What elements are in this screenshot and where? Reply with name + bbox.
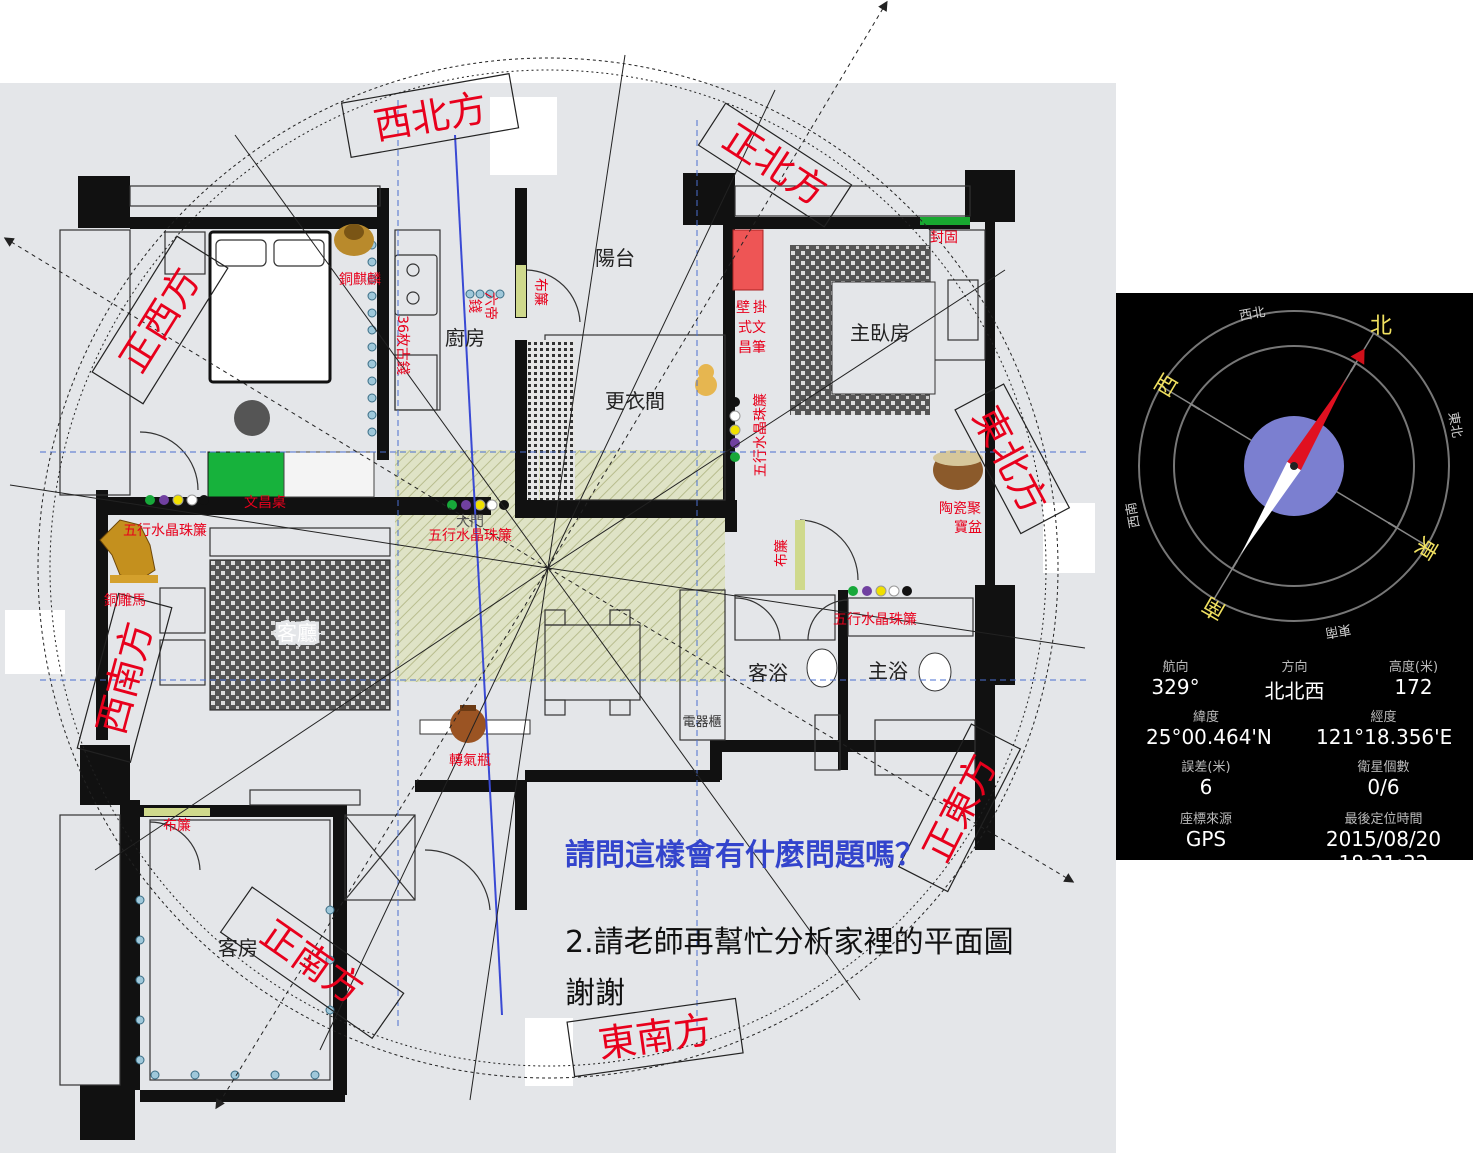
- stat-value-heading: 329°: [1151, 675, 1200, 699]
- question-text: 請問這樣會有什麼問題嗎？: [565, 838, 925, 873]
- note-curtain-master: 布簾: [774, 539, 790, 567]
- white-patches: [5, 97, 1095, 1086]
- stat-label-latitude: 緯度: [1192, 710, 1219, 725]
- ring-label-north: 北: [1370, 314, 1392, 339]
- note-door: 大門: [456, 514, 484, 530]
- stat-label-altitude: 高度(米): [1388, 660, 1439, 675]
- white-desk: [283, 451, 375, 498]
- toilet-guest: [806, 648, 838, 688]
- note-ceramic-bowl-2: 寶盆: [954, 520, 982, 536]
- qi-vase-icon: [450, 705, 486, 743]
- note-36-coins: 36枚古錢: [394, 315, 411, 375]
- sector-lines-plain: [9, 54, 1086, 1101]
- ring-label-southeast: 東南: [1324, 621, 1352, 641]
- stat-value-latitude: 25°00.464'N: [1146, 725, 1272, 749]
- master-bed: [831, 281, 936, 395]
- stat-label-heading: 航向: [1162, 660, 1189, 675]
- room-dressing: 更衣間: [605, 389, 665, 413]
- ring-label-southwest: 西南: [1123, 501, 1143, 529]
- gourd-icon: [695, 364, 717, 396]
- curtain-kitchen-bar: [516, 265, 526, 317]
- sector-lines: [3, 0, 1075, 1110]
- note-crystal-curtain-bath: 五行水晶珠簾: [833, 612, 917, 628]
- note-bronze-qilin: 銅麒麟: [339, 272, 381, 288]
- room-guest: 客房: [218, 936, 258, 960]
- ceramic-bowl-icon: [933, 450, 983, 490]
- stat-value-altitude: 172: [1394, 675, 1433, 699]
- stat-label-longitude: 經度: [1370, 710, 1397, 725]
- note-wall-pen-1: 壁: [736, 300, 750, 316]
- note-wall-pen-3: 式文: [738, 320, 766, 336]
- wall-pen-holder: [732, 229, 764, 291]
- stat-value-direction: 北北西: [1264, 679, 1325, 703]
- ring-label-northwest: 西北: [1238, 305, 1266, 324]
- request-line-2: 謝謝: [565, 976, 625, 1011]
- stat-label-last-fix: 最後定位時間: [1344, 812, 1423, 827]
- note-qi-vase: 轉氣瓶: [449, 753, 491, 769]
- room-balcony: 陽台: [595, 246, 635, 270]
- direction-label-boxes: [76, 72, 1071, 1078]
- seal-bar: [920, 217, 970, 225]
- room-living: 客廳: [277, 621, 317, 645]
- note-crystal-curtain-dressing: 五行水晶珠簾: [753, 393, 769, 477]
- north-axis: [454, 134, 503, 1016]
- note-wall-pen-2: 掛: [753, 300, 767, 316]
- stat-value-last-fix-date: 2015/08/20: [1325, 827, 1442, 851]
- ring-label-northeast: 東北: [1445, 411, 1465, 439]
- bronze-horse-icon: [99, 519, 158, 583]
- note-wall-pen-4: 昌筆: [738, 340, 766, 356]
- stat-value-error: 6: [1199, 775, 1213, 799]
- note-six-emperors-2: 錢: [466, 299, 483, 313]
- stat-label-satellites: 衛星個數: [1357, 760, 1410, 775]
- room-electrical: 電器櫃: [682, 715, 721, 730]
- request-line-1: 2.請老師再幫忙分析家裡的平面圖: [565, 925, 1014, 960]
- note-six-emperors-1: 六帝: [482, 292, 498, 320]
- note-study-desk: 文昌桌: [244, 495, 286, 511]
- ring-label-south: 南: [1198, 591, 1230, 624]
- desk-chair: [234, 400, 270, 436]
- ring-label-east: 東: [1409, 532, 1442, 564]
- stat-value-source: GPS: [1185, 827, 1227, 851]
- stat-value-longitude: 121°18.356'E: [1316, 725, 1453, 749]
- note-curtain-guest: 布簾: [163, 818, 191, 834]
- note-crystal-curtain-west: 五行水晶珠簾: [123, 523, 207, 539]
- bead-curtains: [145, 397, 912, 597]
- room-master-bath: 主浴: [868, 659, 908, 683]
- stat-value-last-fix-time: 18:21:32: [1316, 851, 1451, 860]
- dressing-rack: [527, 340, 539, 500]
- curtain-master-bar: [795, 520, 805, 590]
- dressing-rack-2: [540, 340, 575, 500]
- bagua-circle-outer: [37, 57, 1059, 1079]
- north-marker-icon: [1350, 348, 1365, 365]
- bronze-qilin-icon: [334, 224, 374, 256]
- note-ceramic-bowl-1: 陶瓷聚: [939, 501, 981, 517]
- note-curtain-kitchen: 布簾: [532, 278, 548, 306]
- bagua-circle-inner: [49, 69, 1047, 1067]
- room-master-bedroom: 主臥房: [850, 321, 910, 345]
- stat-label-error: 誤差(米): [1181, 760, 1231, 775]
- note-bronze-horse: 銅雕馬: [104, 593, 146, 609]
- outlines: [59, 185, 986, 1086]
- note-seal: 封固: [930, 230, 958, 246]
- stat-label-direction: 方向: [1281, 660, 1308, 675]
- stat-value-satellites: 0/6: [1367, 775, 1400, 799]
- stat-label-source: 座標來源: [1179, 812, 1232, 827]
- grid-guides: [40, 100, 1090, 1030]
- compass-dial: 北 西北 西 西南 南 東南 東 東北: [1123, 305, 1465, 641]
- curtain-guest-bar: [144, 808, 210, 816]
- compass-needle: [1240, 377, 1348, 555]
- toilet-master: [918, 652, 952, 692]
- room-guest-bath: 客浴: [748, 661, 788, 685]
- note-crystal-curtain-center: 五行水晶珠簾: [428, 528, 512, 544]
- room-kitchen: 廚房: [445, 326, 485, 350]
- green-desk: [207, 451, 285, 498]
